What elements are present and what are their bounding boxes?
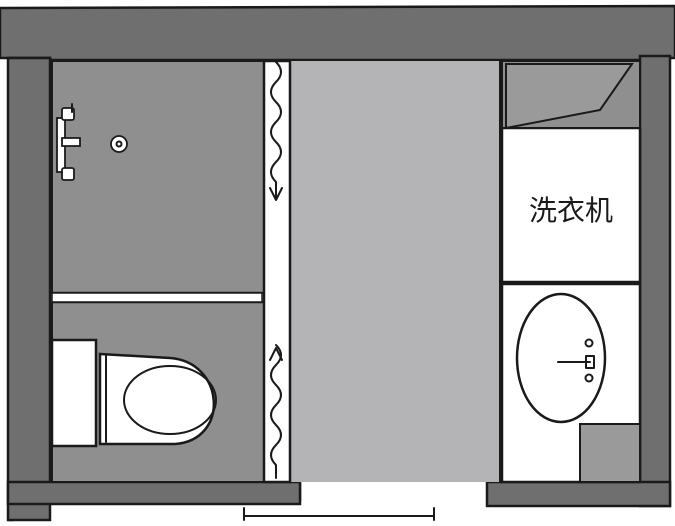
toilet-icon: [50, 338, 217, 448]
washer-body: [500, 126, 642, 284]
toilet-bowl: [98, 352, 215, 446]
shower-faucet-icon: [56, 103, 81, 181]
washing-machine: [500, 60, 642, 284]
left-wall-column: [6, 56, 52, 522]
sink-faucet-icon: [557, 338, 595, 383]
vanity: [500, 282, 642, 484]
vanity-cabinet-corner: [579, 423, 641, 483]
floor-drain-icon: [110, 135, 128, 153]
bottom-wall-right: [485, 480, 672, 508]
sink-basin: [515, 292, 607, 424]
toilet-tank: [50, 338, 98, 448]
curtain-wave-top: [270, 61, 282, 199]
arrow-up-icon: [269, 347, 283, 361]
shower-floor: [51, 60, 265, 294]
top-wall: [0, 4, 675, 62]
washer-label: 洗衣机: [529, 194, 613, 227]
corridor-floor: [290, 61, 500, 482]
glass-partition: [50, 291, 264, 304]
curtain-wave-bottom: [270, 344, 282, 479]
right-wall: [638, 54, 672, 508]
sliding-door-panel: [262, 59, 292, 484]
arrow-down-icon: [269, 187, 283, 201]
bottom-wall-left: [6, 480, 302, 506]
